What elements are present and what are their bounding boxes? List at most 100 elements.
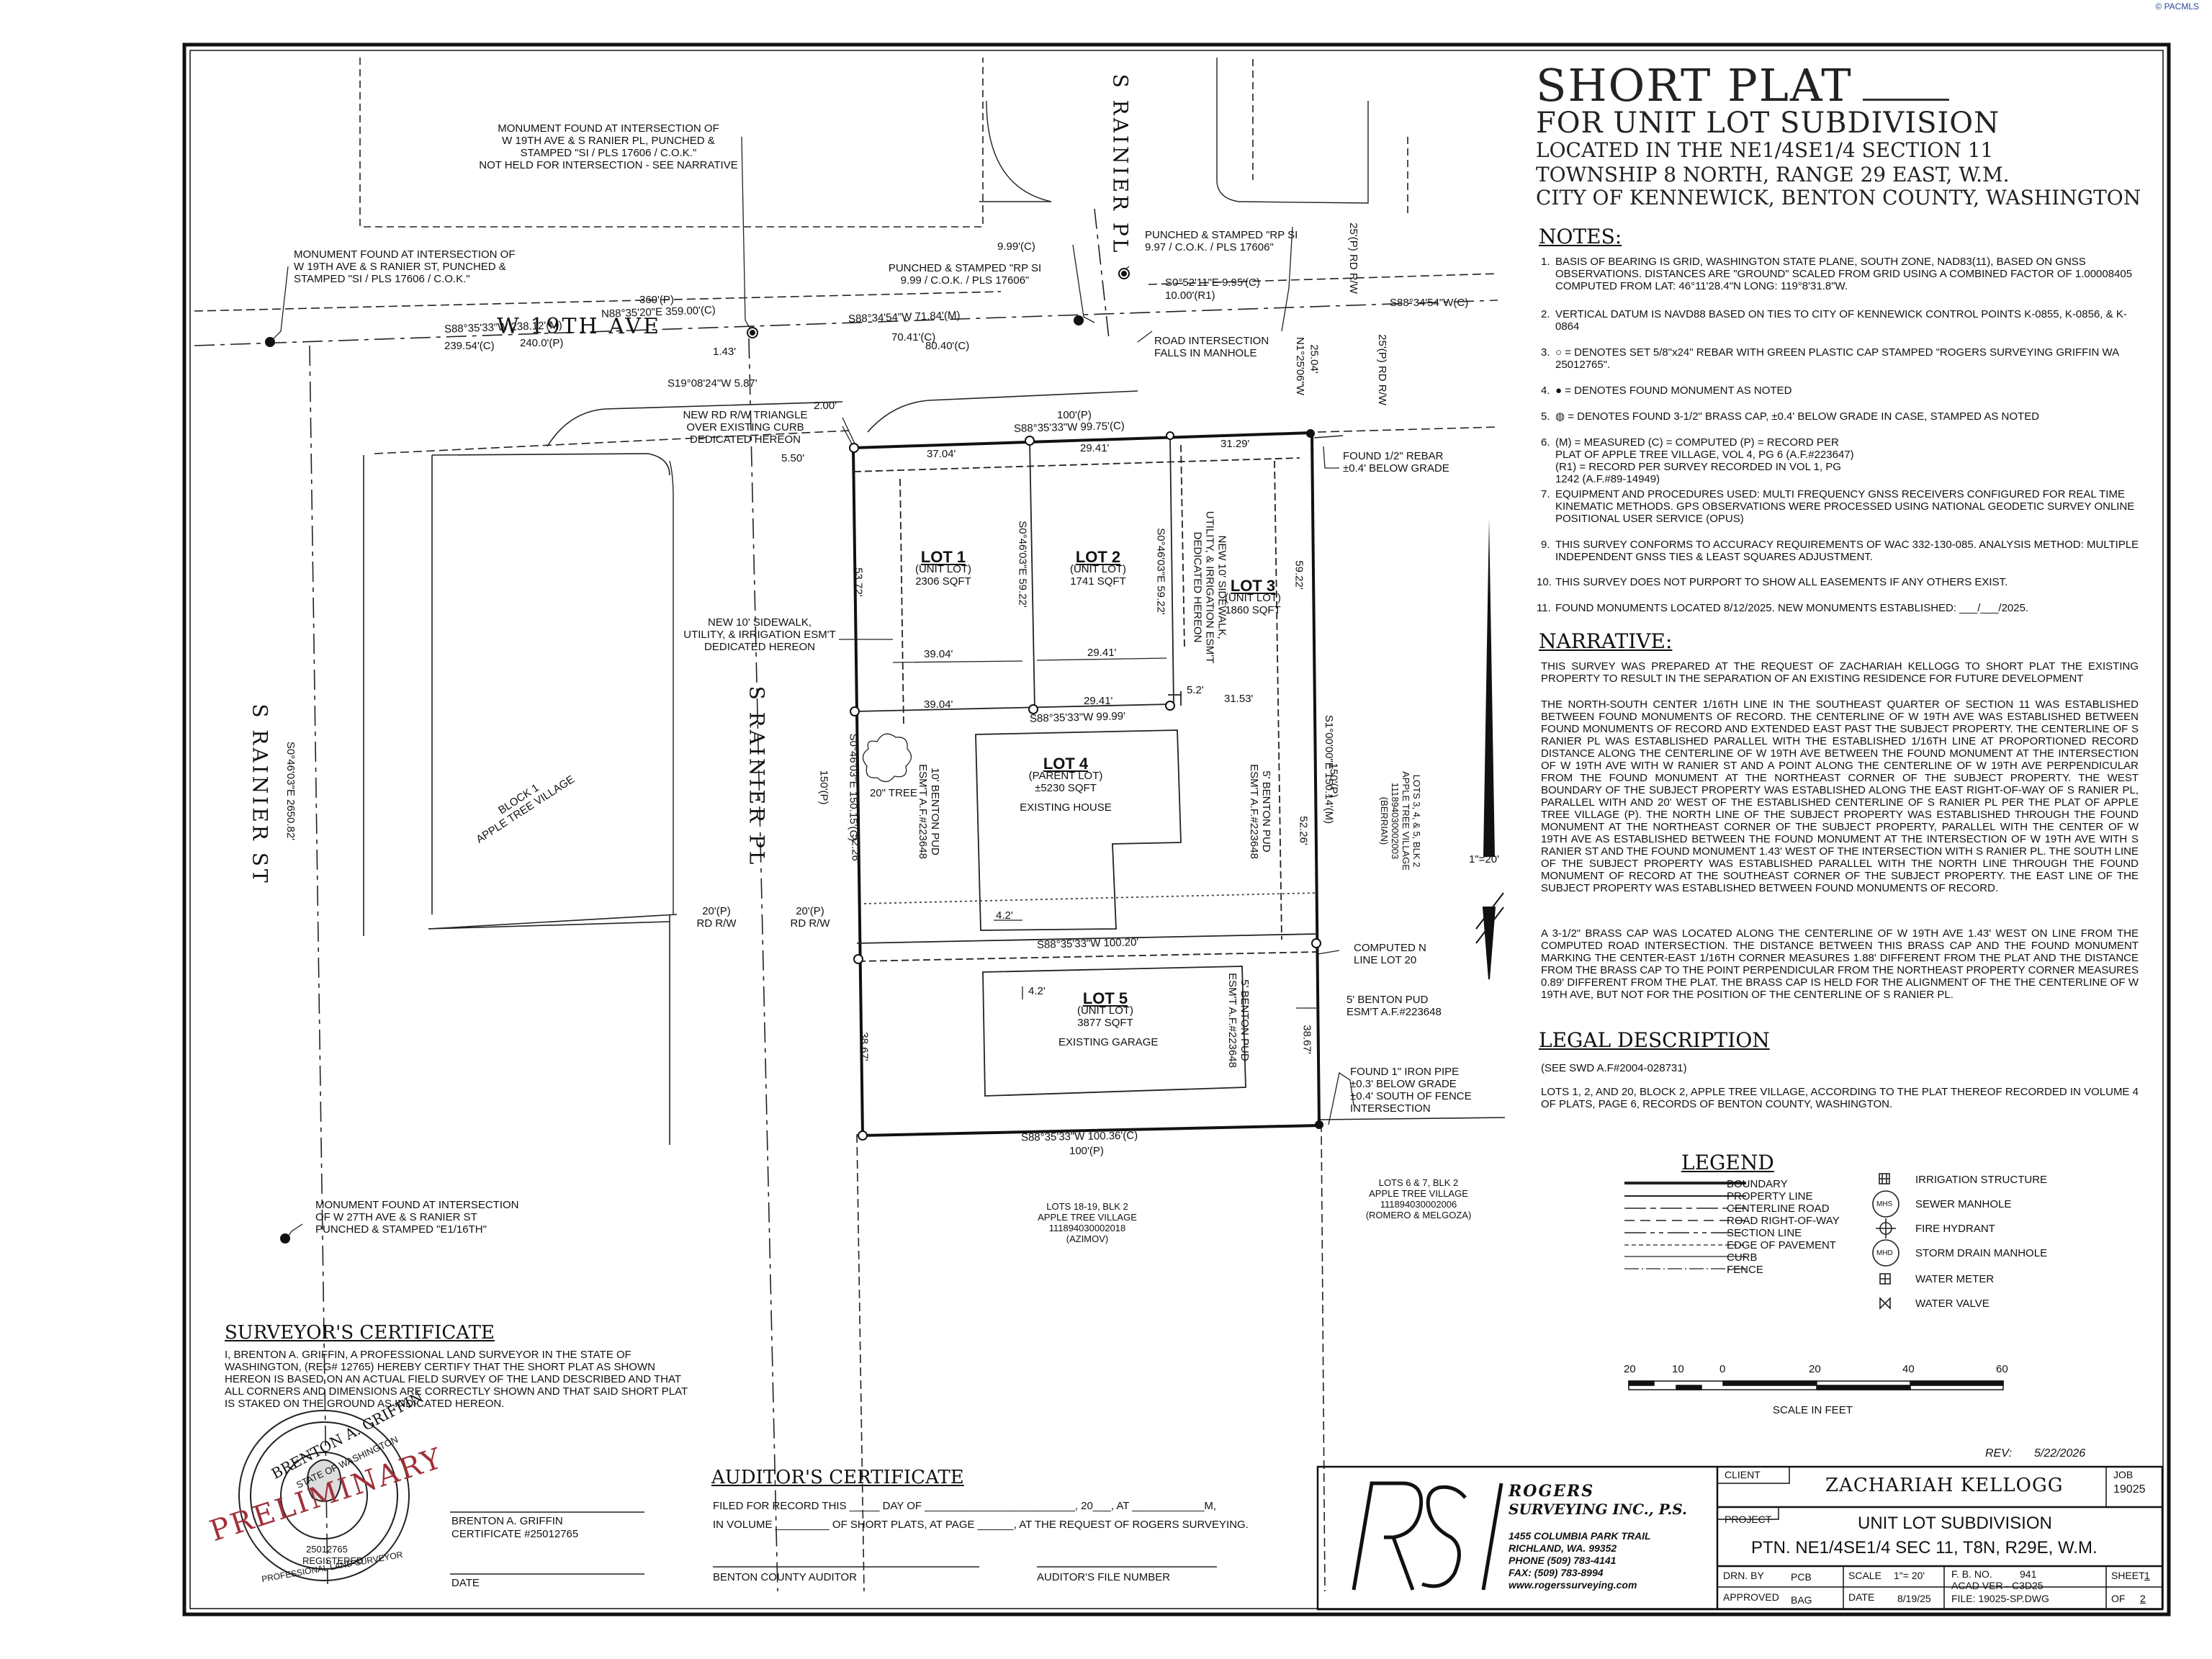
title-location: LOCATED IN THE NE1/4SE1/4 SECTION 11: [1536, 138, 1994, 162]
dim-39: 4.2': [996, 909, 1013, 922]
legend-water-meter: WATER METER: [1915, 1273, 1995, 1285]
company-phone: PHONE (509) 783-4141: [1509, 1555, 1617, 1566]
title-subtitle: FOR UNIT LOT SUBDIVISION: [1536, 107, 2000, 140]
dim-27: 29.41': [1087, 647, 1117, 659]
lot-1: LOT 1(UNIT LOT)2306 SQFT: [914, 548, 972, 588]
note-rd-rw-25b: 25'(P) RD R/W: [1375, 334, 1388, 405]
lot-3: LOT 3(UNIT LOT)1860 SQFT: [1224, 577, 1282, 617]
scale-tick-20: 20: [1809, 1363, 1821, 1375]
scale-tb-label: SCALE: [1848, 1570, 1881, 1581]
dim-4: 360'(P): [639, 294, 674, 306]
company-web: www.rogerssurveying.com: [1509, 1579, 1637, 1591]
dim-10: 9.99'(C): [997, 240, 1035, 253]
legend-edge-pavement: EDGE OF PAVEMENT: [1727, 1239, 1836, 1251]
auditor-cert-heading: AUDITOR'S CERTIFICATE: [711, 1467, 964, 1488]
dim-48: S0°46'03"E 2650.82': [284, 741, 297, 841]
dim-42: 38.67': [858, 1032, 871, 1061]
legend-mhs-abbr: MHS: [1876, 1200, 1893, 1208]
note-10: 10.THIS SURVEY DOES NOT PURPORT TO SHOW …: [1537, 576, 2008, 588]
legend-property-line: PROPERTY LINE: [1727, 1190, 1813, 1202]
dim-17: 100'(P): [1057, 409, 1092, 421]
fb-number: 941: [2020, 1568, 2037, 1580]
auditor-line-2: IN VOLUME _________ OF SHORT PLATS, AT P…: [713, 1519, 1249, 1531]
client-name: ZACHARIAH KELLOGG: [1825, 1475, 2064, 1496]
narrative-p2: THE NORTH-SOUTH CENTER 1/16TH LINE IN TH…: [1541, 698, 2139, 894]
dim-30: 5.2': [1187, 684, 1204, 696]
dim-28: 39.04': [924, 698, 953, 711]
note-rd-rw-20a: 20'(P)RD R/W: [696, 905, 737, 930]
note-found-rebar: FOUND 1/2" REBAR±0.4' BELOW GRADE: [1343, 450, 1449, 475]
note-4: 4.● = DENOTES FOUND MONUMENT AS NOTED: [1541, 385, 1792, 397]
dim-26: 39.04': [924, 648, 953, 660]
dim-43: 38.67': [1300, 1025, 1313, 1054]
note-sidewalk-2: NEW 10' SIDEWALK,UTILITY, & IRRIGATION E…: [1191, 511, 1228, 664]
dim-23: S0°46'03"E 59.22': [1154, 528, 1167, 615]
surveyor-date: DATE: [451, 1577, 480, 1589]
dim-9: 80.40'(C): [925, 340, 970, 352]
scale-tick-20a: 20: [1624, 1363, 1636, 1375]
dim-2: 239.54'(C): [444, 340, 495, 352]
narrative-heading: NARRATIVE:: [1539, 629, 1673, 653]
legend-row: ROAD RIGHT-OF-WAY: [1727, 1215, 1840, 1227]
date-value: 8/19/25: [1897, 1593, 1931, 1604]
dim-44: S88°35'33"W 100.36'(C): [1020, 1129, 1138, 1144]
note-rd-rw-25a: 25'(P) RD R/W: [1346, 222, 1359, 294]
legend-section-line: SECTION LINE: [1727, 1227, 1802, 1239]
title-city: CITY OF KENNEWICK, BENTON COUNTY, WASHIN…: [1536, 186, 2141, 210]
sheet-number: 1: [2144, 1570, 2150, 1581]
note-6: 6.(M) = MEASURED (C) = COMPUTED (P) = RE…: [1541, 436, 1854, 485]
scale-tick-10: 10: [1672, 1363, 1684, 1375]
project-label: PROJECT: [1725, 1514, 1772, 1525]
scale-tick-40: 40: [1902, 1363, 1915, 1375]
dim-13: S88°34'54"W(C): [1390, 297, 1469, 309]
approved-by: BAG: [1791, 1594, 1812, 1606]
dim-46: 25.04': [1308, 344, 1321, 374]
scale-tick-60: 60: [1996, 1363, 2008, 1375]
dim-14: S19°08'24"W 5.87': [667, 377, 757, 390]
legend-storm: STORM DRAIN MANHOLE: [1915, 1247, 2048, 1259]
file-name: FILE: 19025-SP.DWG: [1951, 1593, 2049, 1604]
lot-2: LOT 2(UNIT LOT)1741 SQFT: [1069, 548, 1127, 588]
rev-date: 5/22/2026: [2034, 1447, 2086, 1460]
dim-31: 31.53': [1224, 693, 1254, 705]
note-rd-rw-20b: 20'(P)RD R/W: [790, 905, 830, 930]
scale-tb: 1"= 20': [1894, 1570, 1925, 1581]
project-name: UNIT LOT SUBDIVISION: [1858, 1514, 2052, 1533]
legend-sewer: SEWER MANHOLE: [1915, 1198, 2012, 1210]
dim-3: 240.0'(P): [520, 337, 564, 349]
dim-16: 5.50': [781, 452, 805, 464]
dim-32: S88°35'33"W 99.99': [1029, 710, 1126, 725]
acad-version: ACAD VER - C3D25: [1951, 1580, 2044, 1591]
legend-fence: FENCE: [1727, 1264, 1763, 1276]
note-2: 2.VERTICAL DATUM IS NAVD88 BASED ON TIES…: [1541, 308, 2127, 333]
note-sidewalk-1: NEW 10' SIDEWALK,UTILITY, & IRRIGATION E…: [683, 616, 836, 653]
dim-8: 70.41'(C): [891, 331, 936, 343]
approved-label: APPROVED: [1723, 1591, 1779, 1603]
dim-45: 100'(P): [1069, 1145, 1104, 1157]
note-1: 1.BASIS OF BEARING IS GRID, WASHINGTON S…: [1541, 256, 2133, 292]
rev-label: REV:: [1985, 1447, 2013, 1460]
notes-heading: NOTES:: [1539, 225, 1622, 248]
surveyor-name: BRENTON A. GRIFFIN: [451, 1515, 563, 1527]
auditor-sig-county: BENTON COUNTY AUDITOR: [713, 1571, 858, 1583]
auditor-line-1: FILED FOR RECORD THIS _____ DAY OF _____…: [713, 1500, 1217, 1512]
legend-hydrant: FIRE HYDRANT: [1915, 1223, 1995, 1235]
north-scale: 1"=20': [1469, 853, 1499, 866]
dim-37: 150'(P): [1327, 763, 1340, 798]
legend-centerline: CENTERLINE ROAD: [1727, 1202, 1830, 1215]
note-9: 9.THIS SURVEY CONFORMS TO ACCURACY REQUI…: [1541, 539, 2139, 563]
of-label: OF: [2111, 1593, 2126, 1604]
dim-24: 53.72': [852, 567, 865, 597]
legend-irrigation: IRRIGATION STRUCTURE: [1915, 1174, 2048, 1186]
note-7: 7.EQUIPMENT AND PROCEDURES USED: MULTI F…: [1541, 488, 2135, 525]
scale-tick-0: 0: [1719, 1363, 1726, 1375]
dim-35: 52.26': [849, 834, 862, 863]
